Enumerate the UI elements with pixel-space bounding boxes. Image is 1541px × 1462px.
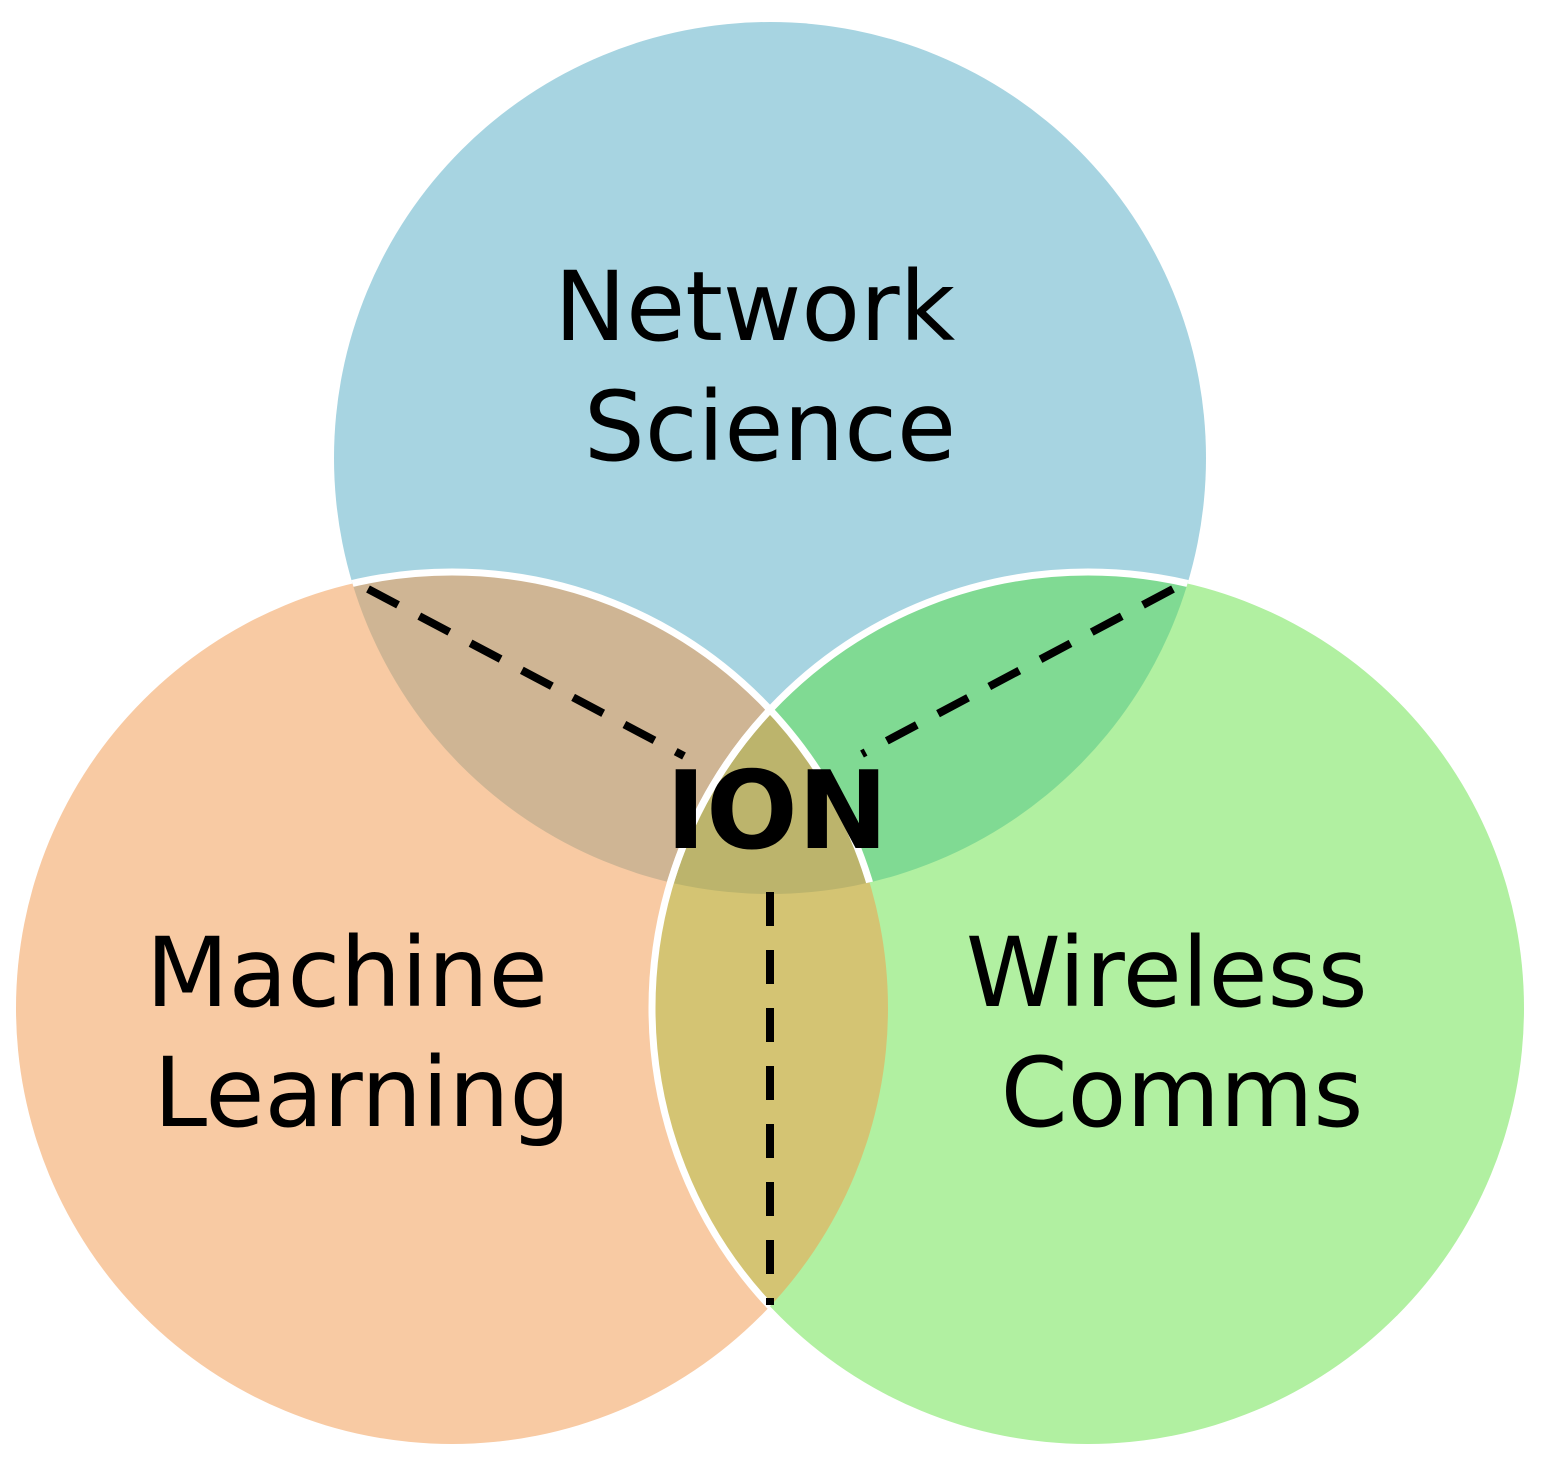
machine-learning-label-line2: Learning <box>154 1037 571 1149</box>
machine-learning-label: Machine Learning <box>146 917 578 1149</box>
network-wireless-overlap <box>652 572 1206 894</box>
machine-learning-label-line1: Machine <box>146 917 548 1029</box>
dashed-connector-network-machine <box>366 585 686 760</box>
dashed-connector-network-wireless <box>860 585 1175 758</box>
network-machine-overlap <box>334 572 888 894</box>
network-science-label-line1: Network <box>554 251 955 363</box>
wireless-comms-label-line1: Wireless <box>966 917 1368 1029</box>
network-science-label-line2: Science <box>584 371 956 483</box>
ion-center-label: ION <box>666 749 888 874</box>
wireless-comms-label: Wireless Comms <box>966 917 1398 1149</box>
network-science-label: Network Science <box>554 251 985 483</box>
wireless-comms-label-line2: Comms <box>1001 1037 1364 1149</box>
